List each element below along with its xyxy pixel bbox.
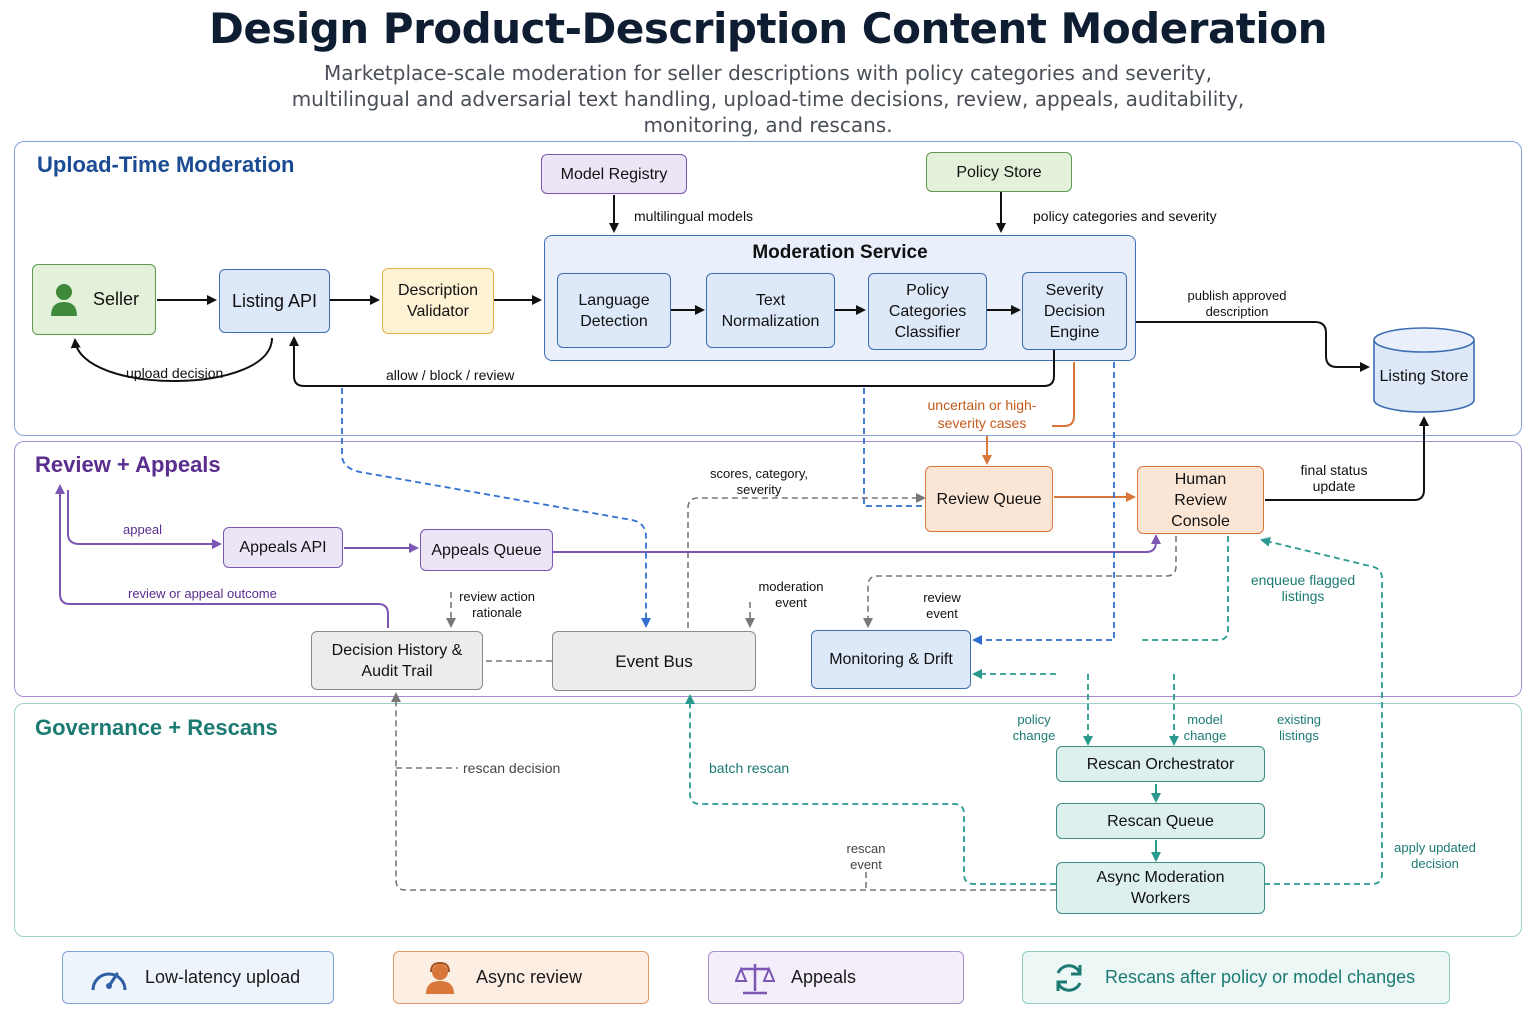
label-uncertain-cases: uncertain or high-severity cases (912, 396, 1052, 432)
seller-node: Seller (32, 264, 156, 335)
moderation-service-title: Moderation Service (752, 242, 928, 263)
label-appeal: appeal (123, 522, 163, 537)
legend-async-label: Async review (476, 967, 583, 987)
label-final-status: final status update (1300, 462, 1368, 494)
monitoring-drift-node: Monitoring & Drift (811, 630, 971, 689)
legend-appeals: Appeals (708, 951, 964, 1004)
decision-history-node: Decision History & Audit Trail (311, 631, 483, 690)
seller-label: Seller (92, 289, 140, 309)
label-scores: scores, category, severity (709, 466, 809, 497)
label-enqueue-flagged: enqueue flagged listings (1250, 572, 1356, 604)
reviewer-icon (418, 960, 462, 996)
rescan-queue-node: Rescan Queue (1056, 803, 1265, 839)
listing-store-label: Listing Store (1379, 368, 1469, 385)
scales-icon (733, 960, 777, 996)
label-review-action: review action rationale (459, 589, 535, 620)
label-rescan-event: rescan event (846, 841, 886, 872)
legend-rescans: Rescans after policy or model changes (1022, 951, 1450, 1004)
label-model-change: model change (1183, 712, 1227, 743)
diagram-subtitle: Marketplace-scale moderation for seller … (291, 61, 1245, 137)
label-policy-categories-severity: policy categories and severity (1033, 208, 1217, 224)
diagram-title: Design Product-Description Content Moder… (208, 4, 1328, 53)
label-review-or-appeal-outcome: review or appeal outcome (128, 586, 277, 601)
legend-latency-label: Low-latency upload (145, 967, 301, 987)
refresh-icon (1047, 960, 1091, 996)
description-validator-node: Description Validator (382, 268, 494, 334)
database-icon (1373, 327, 1475, 413)
section-upload-time-moderation (14, 141, 1522, 436)
appeals-api-node: Appeals API (223, 527, 343, 568)
label-policy-change: policy change (1012, 712, 1056, 743)
model-registry-node: Model Registry (541, 154, 687, 194)
label-publish-approved: publish approved description (1187, 288, 1287, 319)
listing-api-node: Listing API (219, 269, 330, 333)
policy-classifier-node: Policy Categories Classifier (868, 273, 987, 350)
legend-async-review: Async review (393, 951, 649, 1004)
legend-low-latency-upload: Low-latency upload (62, 951, 334, 1004)
listing-store-node: Listing Store (1372, 326, 1476, 414)
label-review-event: review event (923, 590, 961, 621)
rescan-orchestrator-node: Rescan Orchestrator (1056, 746, 1265, 782)
label-moderation-event: moderation event (758, 579, 824, 610)
event-bus-node: Event Bus (552, 631, 756, 691)
label-multilingual-models: multilingual models (634, 208, 754, 224)
severity-engine-node: Severity Decision Engine (1022, 272, 1127, 350)
review-queue-node: Review Queue (925, 466, 1053, 532)
label-upload-decision: upload decision (126, 365, 224, 381)
human-review-console-node: Human Review Console (1137, 466, 1264, 534)
async-workers-node: Async Moderation Workers (1056, 862, 1265, 914)
label-allow-block-review: allow / block / review (386, 367, 515, 383)
section-title-review: Review + Appeals (35, 452, 221, 477)
section-title-upload: Upload-Time Moderation (37, 152, 295, 177)
label-apply-updated: apply updated decision (1394, 840, 1476, 871)
legend-appeals-label: Appeals (791, 967, 857, 987)
label-batch-rescan: batch rescan (709, 760, 790, 776)
text-normalization-node: Text Normalization (706, 273, 835, 348)
label-rescan-decision: rescan decision (463, 760, 561, 776)
seller-user-icon (49, 282, 79, 318)
language-detection-node: Language Detection (557, 273, 671, 348)
speedometer-icon (87, 960, 131, 996)
appeals-queue-node: Appeals Queue (420, 529, 553, 571)
section-title-governance: Governance + Rescans (35, 715, 278, 740)
legend-rescan-label: Rescans after policy or model changes (1105, 967, 1416, 987)
label-existing-listings: existing listings (1276, 712, 1322, 743)
policy-store-node: Policy Store (926, 152, 1072, 192)
